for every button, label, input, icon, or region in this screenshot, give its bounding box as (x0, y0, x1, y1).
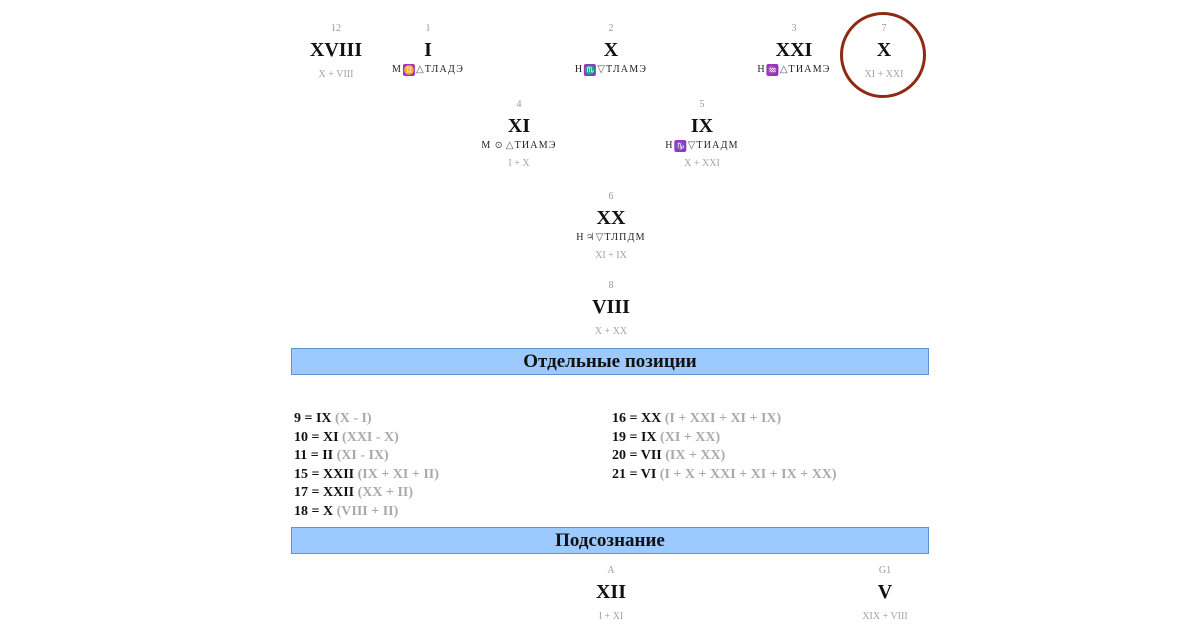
position-row: 16 = XX (I + XXI + XI + IX) (612, 411, 782, 426)
node-4: 4 XI М⊙△ТИАМЭ I + X (481, 98, 556, 170)
node-number: 3 (791, 23, 797, 34)
node-8: 8 VIII X + XX (592, 279, 630, 338)
position-row: 10 = XI (XXI - X) (294, 429, 399, 445)
node-value: X (876, 39, 892, 61)
position-row: 21 = VI (I + X + XXI + XI + IX + XX) (612, 466, 837, 482)
position-row: 17 = XXII (XX + II) (294, 485, 414, 501)
node-number: 2 (608, 23, 614, 34)
node-value: I (424, 39, 432, 61)
node-sum: X + VIII (318, 69, 354, 80)
node-value: VIII (592, 296, 630, 318)
node-7: 7 X XI + XXI (865, 22, 904, 81)
highlight-circle (840, 12, 926, 98)
node-sum: XI + XXI (864, 69, 904, 80)
node-sum: X + XXI (684, 158, 720, 169)
position-row: 15 = XXII (IX + XI + II) (294, 466, 439, 482)
node-number: 7 (881, 23, 887, 34)
node-1: 1 I М♊△ТЛАДЭ (392, 22, 464, 77)
node-number: G1 (878, 565, 892, 576)
node-6: 6 XX Н♃▽ТЛПДМ XI + IX (576, 190, 645, 262)
position-row: 11 = II (XI - IX) (294, 448, 389, 464)
positions-left-list: 9 = IX (X - I) 10 = XI (XXI - X) 11 = II… (294, 410, 439, 522)
node-5: 5 IX Н♑▽ТИАДМ X + XXI (665, 98, 738, 170)
node-code: М⊙△ТИАМЭ (481, 140, 557, 151)
node-value: XX (596, 207, 626, 229)
node-number: 5 (699, 99, 705, 110)
positions-section-header: Отдельные позиции (291, 348, 929, 375)
node-value: XII (595, 581, 627, 603)
position-row: 18 = X (VIII + II) (294, 503, 399, 519)
node-sum: I + XI (598, 611, 624, 622)
node-sum: XIX + VIII (862, 611, 908, 622)
node-code: Н♏▽ТЛАМЭ (574, 64, 648, 76)
node-number: 4 (516, 99, 522, 110)
node-12: 12 XVIII X + VIII (310, 22, 362, 81)
node-value: V (877, 581, 893, 603)
node-value: IX (690, 115, 714, 137)
node-number: A (607, 565, 615, 576)
node-2: 2 X Н♏▽ТЛАМЭ (575, 22, 647, 77)
node-3: 3 XXI Н♒△ТИАМЭ (757, 22, 830, 77)
gemini-icon: ♊ (403, 64, 416, 76)
node-code: М♊△ТЛАДЭ (391, 64, 465, 76)
subconscious-section-header: Подсознание (291, 527, 929, 554)
node-number: 12 (331, 23, 341, 34)
node-value: XXI (775, 39, 813, 61)
node-g1: G1 V XIX + VIII (862, 564, 907, 623)
sun-icon: ⊙ (494, 140, 503, 151)
node-code: Н♒△ТИАМЭ (757, 64, 831, 76)
scorpio-icon: ♏ (584, 64, 597, 76)
capricorn-icon: ♑ (674, 140, 687, 152)
node-code: Н♃▽ТЛПДМ (576, 232, 646, 243)
node-number: 6 (608, 191, 614, 202)
jupiter-icon: ♃ (585, 232, 595, 243)
node-sum: XI + IX (595, 250, 627, 261)
node-sum: X + XX (594, 326, 628, 337)
aquarius-icon: ♒ (766, 64, 779, 76)
position-row: 20 = VII (IX + XX) (612, 448, 726, 464)
node-number: 8 (608, 280, 614, 291)
node-number: 1 (425, 23, 431, 34)
position-row: 9 = IX (X - I) (294, 411, 372, 426)
node-code: Н♑▽ТИАДМ (665, 140, 739, 152)
position-row: 19 = IX (XI + XX) (612, 429, 721, 445)
node-value: X (603, 39, 619, 61)
node-sum: I + X (508, 158, 530, 169)
node-value: XVIII (309, 39, 363, 61)
node-value: XI (507, 115, 531, 137)
node-a: A XII I + XI (596, 564, 626, 623)
positions-right-list: 16 = XX (I + XXI + XI + IX) 19 = IX (XI … (612, 410, 837, 484)
